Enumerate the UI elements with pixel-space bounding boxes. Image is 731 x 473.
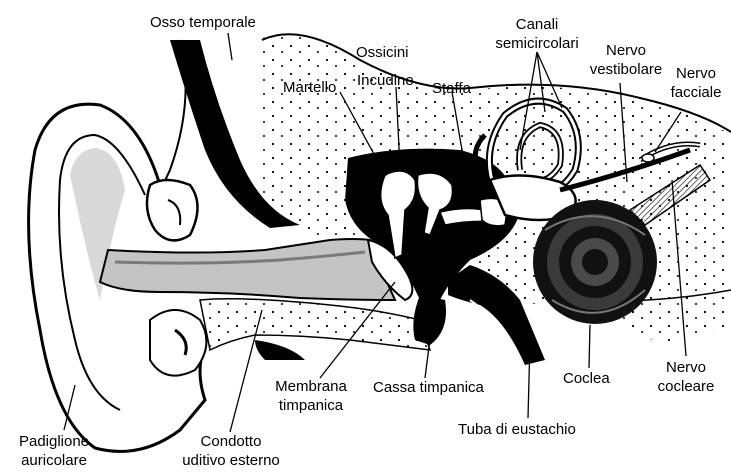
label-nervo-vest-line2: vestibolare xyxy=(586,60,666,79)
label-staffa: Staffa xyxy=(432,79,471,98)
label-canali-line2: semicircolari xyxy=(490,34,584,53)
label-membrana-line1: Membrana xyxy=(268,377,354,396)
label-padiglione-line1: Padiglione xyxy=(6,432,102,451)
label-nervo-vest-line1: Nervo xyxy=(586,41,666,60)
label-padiglione-auricolare: Padiglione auricolare xyxy=(6,432,102,470)
lower-bone xyxy=(200,299,430,350)
label-martello: Martello xyxy=(283,78,336,97)
concha xyxy=(150,310,206,376)
label-condotto-line2: uditivo esterno xyxy=(162,451,300,470)
label-nervo-cocleare: Nervo cocleare xyxy=(650,358,722,396)
label-nervo-facciale: Nervo facciale xyxy=(664,64,728,102)
label-ossicini: Ossicini xyxy=(356,43,409,62)
label-coclea: Coclea xyxy=(563,369,610,388)
label-membrana-line2: timpanica xyxy=(268,396,354,415)
label-nervo-coc-line2: cocleare xyxy=(650,377,722,396)
label-canali-semicircolari: Canali semicircolari xyxy=(490,15,584,53)
label-condotto-line1: Condotto xyxy=(162,432,300,451)
label-incudine: Incudine xyxy=(357,71,414,90)
label-canali-line1: Canali xyxy=(490,15,584,34)
label-nervo-coc-line1: Nervo xyxy=(650,358,722,377)
label-osso-temporale: Osso temporale xyxy=(150,13,256,32)
label-nervo-fac-line2: facciale xyxy=(664,83,728,102)
bone-oval xyxy=(147,180,198,240)
label-cassa-timpanica: Cassa timpanica xyxy=(373,378,484,397)
label-tuba-di-eustachio: Tuba di eustachio xyxy=(458,420,576,439)
label-nervo-fac-line1: Nervo xyxy=(664,64,728,83)
label-nervo-vestibolare: Nervo vestibolare xyxy=(586,41,666,79)
label-condotto-uditivo-esterno: Condotto uditivo esterno xyxy=(162,432,300,470)
label-padiglione-line2: auricolare xyxy=(6,451,102,470)
label-membrana-timpanica: Membrana timpanica xyxy=(268,377,354,415)
canal-lower-shadow xyxy=(255,340,305,360)
